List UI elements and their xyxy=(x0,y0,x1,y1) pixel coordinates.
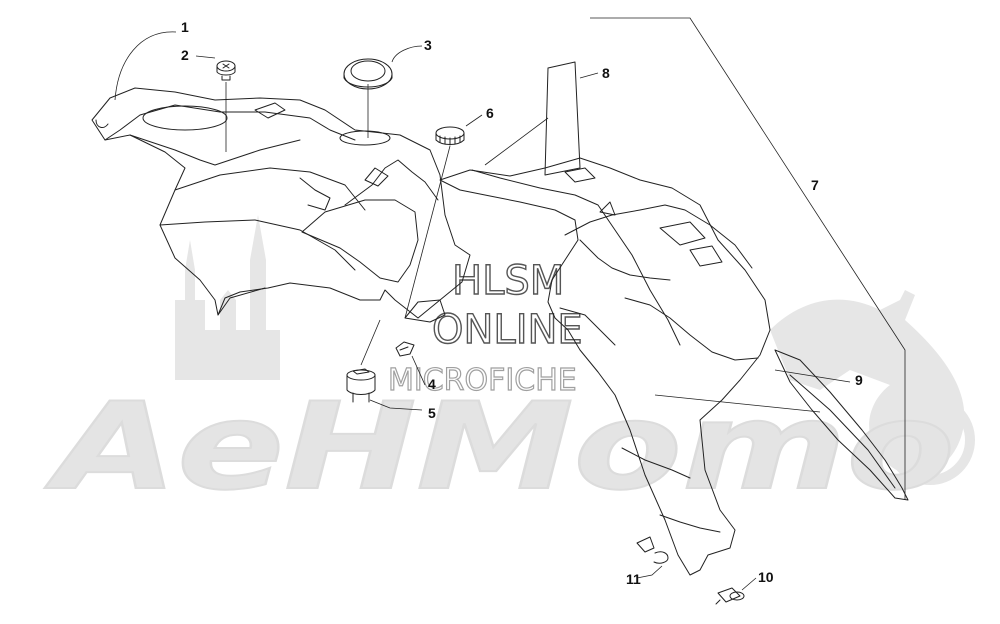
callout-7: 7 xyxy=(811,177,819,193)
callout-9: 9 xyxy=(855,372,863,388)
part-2-screw xyxy=(216,60,236,81)
callout-8: 8 xyxy=(602,65,610,81)
watermark-line1: HLSM xyxy=(452,258,564,304)
callout-10: 10 xyxy=(758,569,774,585)
part-9-trim xyxy=(774,349,909,501)
callout-11: 11 xyxy=(626,571,641,587)
watermark-brand: AeHMomo xyxy=(44,378,955,517)
part-8-windshield xyxy=(544,61,581,176)
watermark-hlsm: HLSM ONLINE MICROFICHE xyxy=(387,257,583,398)
part-4-clip xyxy=(395,341,415,357)
watermark-line3: MICROFICHE xyxy=(388,363,577,398)
part-5-connector xyxy=(346,368,376,403)
callout-labels: 1 2 3 4 5 6 7 8 9 10 11 xyxy=(181,19,863,587)
part-10-fastener xyxy=(715,587,745,605)
callout-4: 4 xyxy=(428,376,436,392)
watermark-line2: ONLINE xyxy=(432,307,583,353)
part-1-tank-cover xyxy=(91,87,471,323)
leader-lines xyxy=(114,17,906,591)
callout-3: 3 xyxy=(424,37,432,53)
callout-2: 2 xyxy=(181,47,189,63)
part-6-cap xyxy=(435,126,465,146)
callout-5: 5 xyxy=(428,405,436,421)
callout-1: 1 xyxy=(181,19,189,35)
part-11-clip xyxy=(636,536,669,564)
callout-6: 6 xyxy=(486,105,494,121)
part-7-side-panel xyxy=(439,157,771,576)
